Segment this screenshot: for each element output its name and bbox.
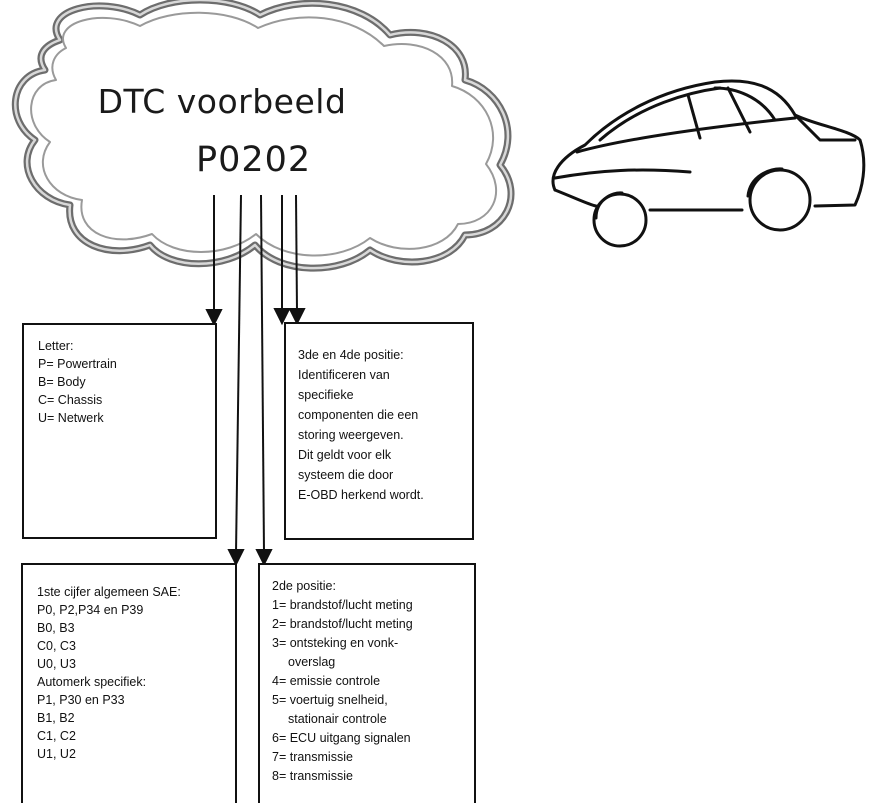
box-line: C0, C3 [37, 639, 76, 653]
box-line: overslag [288, 655, 336, 669]
box-line: componenten die een [298, 408, 419, 422]
box-line: P1, P30 en P33 [37, 693, 125, 707]
box-line: C1, C2 [37, 729, 76, 743]
box-line: Automerk specifiek: [37, 675, 147, 689]
box-line: systeem die door [298, 468, 394, 482]
box-line: B1, B2 [37, 711, 75, 725]
box-line: 1ste cijfer algemeen SAE: [37, 585, 181, 599]
diagram-title: DTC voorbeeld [97, 82, 347, 121]
box-line: 1= brandstof/lucht meting [272, 598, 413, 612]
car-icon [551, 79, 866, 248]
box-line: P0, P2,P34 en P39 [37, 603, 144, 617]
box-line: B= Body [38, 375, 86, 389]
box-line: 3= ontsteking en vonk- [272, 636, 399, 650]
first-digit-box: 1ste cijfer algemeen SAE: P0, P2,P34 en … [21, 563, 237, 803]
box-line: U0, U3 [37, 657, 76, 671]
arrow-icon [205, 194, 306, 567]
box-line: 7= transmissie [272, 750, 353, 764]
box-line: 3de en 4de positie: [298, 348, 404, 362]
box-line: 4= emissie controle [272, 674, 381, 688]
second-position-box: 2de positie: 1= brandstof/lucht meting 2… [258, 563, 476, 803]
box-line: 8= transmissie [272, 769, 353, 783]
box-line: Identificeren van [298, 368, 390, 382]
letter-box: Letter: P= Powertrain B= Body C= Chassis… [22, 323, 217, 539]
box-line: 2de positie: [272, 579, 336, 593]
box-line: U1, U2 [37, 747, 76, 761]
dtc-code: P0202 [196, 140, 312, 180]
box-line: stationair controle [288, 712, 387, 726]
box-line: storing weergeven. [298, 428, 404, 442]
cloud-shape [11, 0, 515, 272]
box-line: 2= brandstof/lucht meting [272, 617, 413, 631]
box-line: C= Chassis [38, 393, 103, 407]
box-line: U= Netwerk [38, 411, 104, 425]
box-line: Letter: [38, 339, 74, 353]
box-line: 5= voertuig snelheid, [272, 693, 388, 707]
box-line: P= Powertrain [38, 357, 117, 371]
box-line: specifieke [298, 388, 354, 402]
positions-3-4-box: 3de en 4de positie: Identificeren van sp… [284, 322, 474, 540]
box-line: E-OBD herkend wordt. [298, 488, 424, 502]
box-line: B0, B3 [37, 621, 75, 635]
box-line: Dit geldt voor elk [298, 448, 392, 462]
box-line: 6= ECU uitgang signalen [272, 731, 411, 745]
